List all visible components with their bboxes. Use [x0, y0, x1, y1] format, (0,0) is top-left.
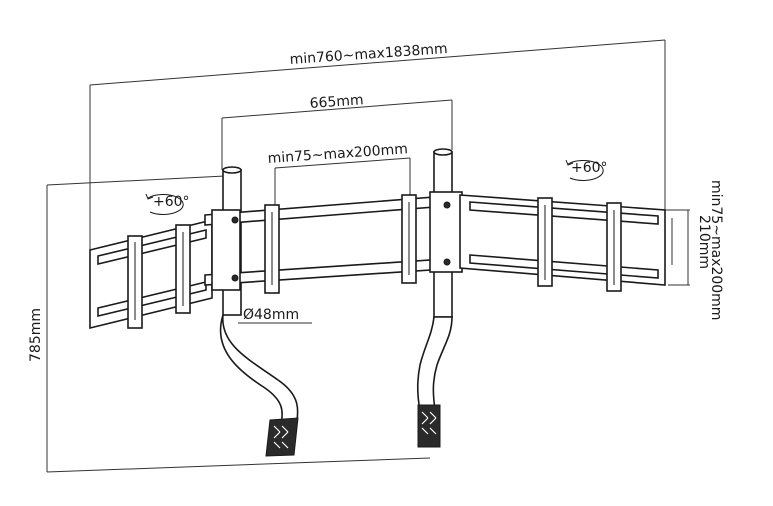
- center-bar: [204, 191, 463, 294]
- total-width-label: min760~max1838mm: [289, 41, 448, 68]
- height-bottom-ext: [46, 457, 431, 473]
- bolt: [443, 258, 451, 266]
- left-panel: [89, 218, 213, 330]
- bolt: [443, 201, 451, 209]
- right-pole-clamp: [417, 404, 441, 448]
- pole-spacing-line: [221, 99, 453, 119]
- rotation-right-label: +60°: [571, 160, 608, 176]
- rotation-right-icon: [565, 159, 604, 181]
- left-pole-cap: [222, 166, 242, 174]
- left-pole-curve: [219, 314, 299, 431]
- rotation-left-icon: [145, 193, 184, 215]
- height-label: 785mm: [28, 308, 44, 362]
- height-top-ext: [46, 175, 226, 186]
- vesa-height-label: 210mm: [696, 215, 712, 269]
- vesa-vertical-label: min75~max200mm: [708, 180, 724, 320]
- bolt: [231, 274, 239, 282]
- center-bar-top-rail: [204, 194, 461, 226]
- rotation-left-label: +60°: [153, 194, 190, 210]
- bolt: [231, 216, 239, 224]
- dimension-lines: [46, 39, 690, 473]
- vesa-spacing-line: [274, 157, 411, 169]
- left-pole-clamp: [265, 417, 299, 457]
- right-pole-curve: [416, 316, 453, 411]
- right-pole-cap: [433, 148, 453, 156]
- pole-spacing-label: 665mm: [309, 92, 364, 112]
- total-width-line: [89, 39, 666, 86]
- pole-diameter-label: Ø48mm: [243, 307, 299, 323]
- right-panel: [459, 194, 666, 292]
- center-bar-bottom-rail: [204, 257, 461, 286]
